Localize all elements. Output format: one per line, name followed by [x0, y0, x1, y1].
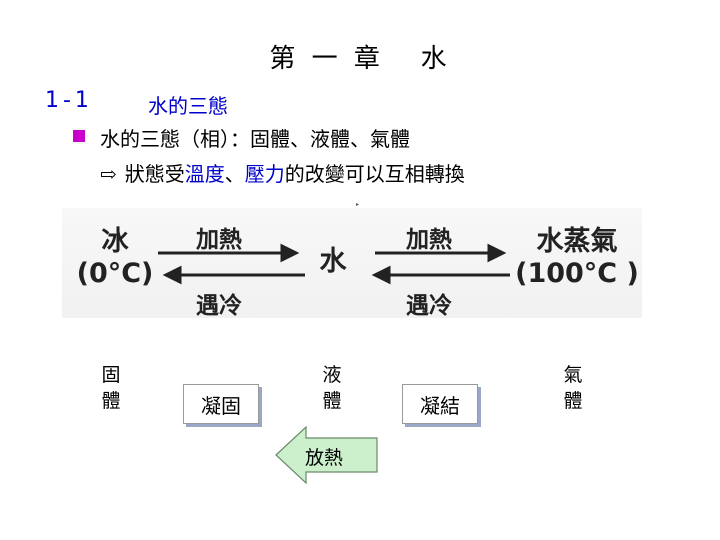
solid-char-2: 體 [101, 390, 121, 412]
gas-char-1: 氣 [563, 364, 583, 386]
temperature-text: 溫度 [184, 162, 225, 186]
release-heat-label: 放熱 [305, 447, 344, 469]
ice-temp: (0°C) [76, 258, 154, 289]
condense-box: 凝結 [402, 384, 478, 424]
release-heat-arrow-icon [275, 425, 378, 485]
hollow-right-arrow-icon: ⇨ [100, 162, 117, 186]
ice-name: 冰 [101, 226, 129, 257]
cool-label-left: 遇冷 [196, 293, 242, 319]
conversion-text-1: 狀態受 [124, 162, 185, 186]
heat-label-left: 加熱 [196, 227, 242, 253]
ice-label: 冰 (0°C) [70, 226, 160, 290]
pressure-text: 壓力 [244, 162, 285, 186]
phase-diagram [62, 208, 642, 318]
section-number: 1-1 [45, 88, 93, 113]
section-title: 水的三態 [148, 94, 228, 118]
solid-label: 固 體 [99, 362, 123, 414]
water-label: 水 [319, 246, 347, 277]
gas-label: 氣 體 [561, 362, 585, 414]
vapor-name: 水蒸氣 [536, 226, 618, 257]
separator-text: 、 [224, 162, 245, 186]
liquid-char-2: 體 [322, 390, 342, 412]
page-title: 第 一 章 水 [269, 44, 451, 74]
liquid-label: 液 體 [320, 362, 344, 414]
conversion-text-2: 的改變可以互相轉換 [284, 162, 465, 186]
bullet-text: 水的三態（相）：固體、液體、氣體 [100, 127, 410, 151]
cool-label-right: 遇冷 [406, 293, 452, 319]
vapor-label: 水蒸氣 (100°C ) [512, 226, 642, 290]
heat-arrowhead-left [280, 243, 300, 263]
cool-arrowhead-right [371, 265, 391, 285]
gas-char-2: 體 [563, 390, 583, 412]
pointer-mark-icon: ▸ [356, 201, 360, 208]
cool-arrowhead-left [162, 265, 182, 285]
vapor-temp: (100°C ) [515, 258, 639, 289]
square-bullet-icon [73, 130, 85, 142]
heat-arrowhead-right [487, 243, 507, 263]
solid-char-1: 固 [101, 364, 121, 386]
heat-label-right: 加熱 [406, 227, 452, 253]
freeze-box: 凝固 [183, 384, 259, 424]
conversion-line: ⇨ 狀態受溫度、壓力的改變可以互相轉換 [100, 158, 465, 187]
liquid-char-1: 液 [322, 364, 342, 386]
